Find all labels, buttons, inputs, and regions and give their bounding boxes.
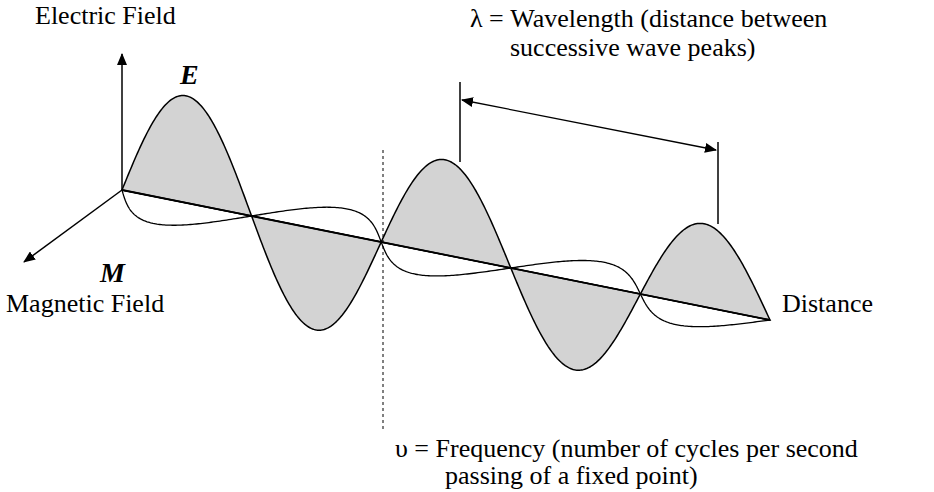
magnetic-axis	[24, 190, 122, 262]
field-symbol: E	[180, 60, 199, 91]
axis-label: Magnetic Field	[6, 290, 164, 319]
axis-label: Electric Field	[35, 2, 176, 31]
field-symbol: M	[100, 258, 125, 289]
electric-axis	[121, 54, 123, 190]
fixed-point-line	[383, 150, 384, 432]
frequency-label: υ = Frequency (number of cycles per seco…	[395, 435, 925, 490]
wavelength-label: λ = Wavelength (distance between success…	[470, 5, 910, 62]
wavelength-tick	[717, 142, 719, 224]
wavelength-arrow	[462, 100, 716, 150]
axis-label: Distance	[782, 290, 873, 319]
electric-wave	[122, 96, 770, 371]
distance-axis	[122, 190, 770, 320]
wavelength-tick	[459, 82, 461, 162]
